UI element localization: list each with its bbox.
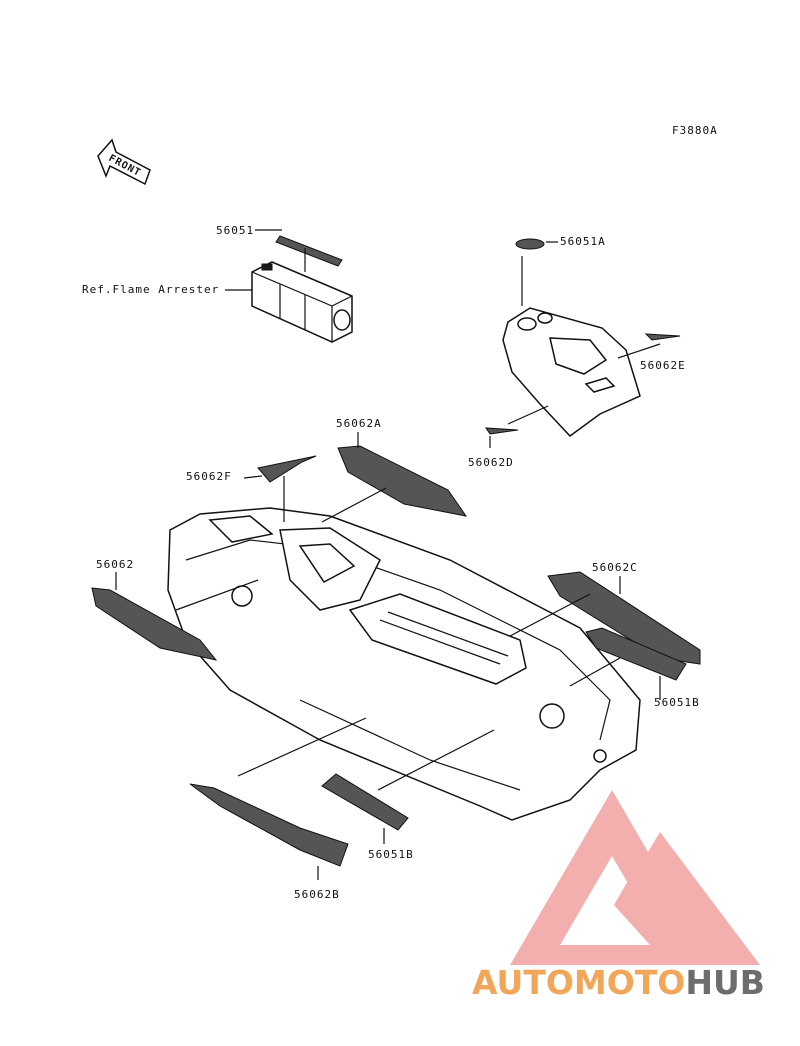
decal-56062A <box>337 445 468 517</box>
decal-56051B-right <box>585 627 687 681</box>
decal-56051B-bottom <box>321 773 409 831</box>
label-56051B-bottom: 56051B <box>368 848 414 861</box>
watermark-part2: HUB <box>685 963 765 1002</box>
decal-56051 <box>275 235 343 267</box>
decal-56062D <box>485 427 519 435</box>
label-56062E: 56062E <box>640 359 686 372</box>
label-56062B: 56062B <box>294 888 340 901</box>
watermark-part1: AUTOMOTO <box>472 963 685 1002</box>
decal-56062 <box>91 587 218 661</box>
decal-56062B <box>189 783 349 867</box>
decal-56062C <box>547 571 701 665</box>
label-56062: 56062 <box>96 558 134 571</box>
label-56051B-right: 56051B <box>654 696 700 709</box>
watermark-logo-icon <box>510 790 760 965</box>
label-56051: 56051 <box>216 224 254 237</box>
label-56051A: 56051A <box>560 235 606 248</box>
label-56062A: 56062A <box>336 417 382 430</box>
label-56062C: 56062C <box>592 561 638 574</box>
flame-arrester <box>251 261 353 343</box>
watermark-text: AUTOMOTOHUB <box>472 963 765 1002</box>
label-56062D: 56062D <box>468 456 514 469</box>
decal-56062F <box>257 455 317 483</box>
front-arrow-icon: FRONT <box>97 138 151 186</box>
hull <box>167 507 641 821</box>
steering-cover <box>502 307 641 437</box>
decal-56051A <box>515 238 545 250</box>
ref-flame-arrester-label: Ref.Flame Arrester <box>82 283 219 296</box>
label-56062F: 56062F <box>186 470 232 483</box>
decal-56062E <box>644 333 681 341</box>
figure-code: F3880A <box>672 124 718 137</box>
